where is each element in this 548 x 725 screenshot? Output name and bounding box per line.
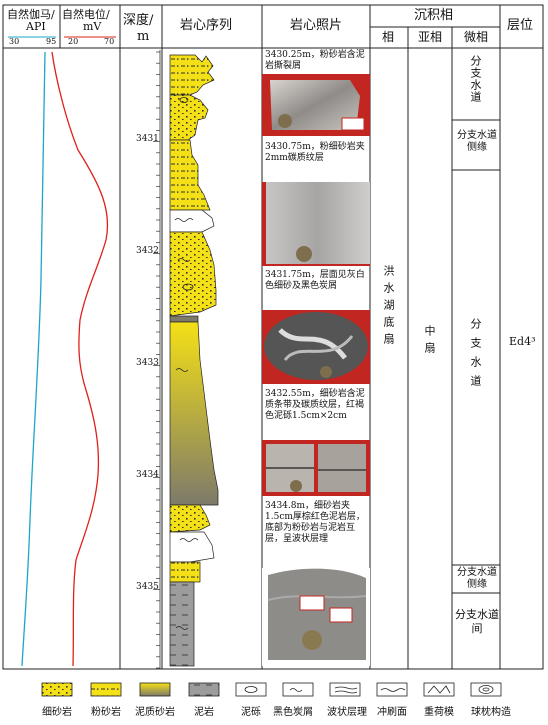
sp-title: 自然电位/ xyxy=(62,8,110,21)
facies-value: 洪水湖底扇 xyxy=(382,265,395,350)
legend-label: 泥岩 xyxy=(194,707,214,718)
photo-caption: 3430.75m，粉细砂岩夹2mm碳质纹层 xyxy=(265,142,365,163)
legend-label: 细砂岩 xyxy=(42,707,72,718)
facies-group-header: 沉积相 xyxy=(414,8,454,23)
legend-swatches xyxy=(41,682,502,697)
microfacies-value: 分支水道侧缘 xyxy=(457,567,497,590)
legend-label: 粉砂岩 xyxy=(91,707,121,718)
photo-caption: 3432.55m，细砂岩含泥质条带及碳质纹层，红褐色泥砾1.5cm×2cm xyxy=(265,389,365,421)
legend-label: 重荷模 xyxy=(424,707,454,718)
gamma-max: 95 xyxy=(46,37,57,46)
microfacies-value: 分支水道 xyxy=(469,318,482,394)
legend-label: 波状层理 xyxy=(327,707,367,718)
subfacies-value: 中扇 xyxy=(423,325,436,359)
gamma-ray-curve xyxy=(21,51,46,667)
photo-caption: 3430.25m，粉砂岩含泥岩撕裂屑 xyxy=(265,50,365,71)
layer-header: 层位 xyxy=(507,18,534,33)
sp-max: 70 xyxy=(104,37,115,46)
sp-curve xyxy=(51,51,109,667)
core-photo-header: 岩心照片 xyxy=(290,18,343,33)
layer-value: Ed4³ xyxy=(509,335,536,348)
facies-header: 相 xyxy=(382,30,395,44)
photo-caption: 3431.75m，层面见灰白色细砂及黑色炭屑 xyxy=(265,270,365,291)
microfacies-value: 分支水道侧缘 xyxy=(457,130,497,153)
sp-unit: mV xyxy=(83,20,102,33)
legend-label: 黑色炭屑 xyxy=(273,707,313,718)
subfacies-header: 亚相 xyxy=(418,30,443,44)
depth-title: 深度/ xyxy=(123,13,154,28)
sp-min: 20 xyxy=(68,37,79,46)
gamma-unit: API xyxy=(26,20,46,33)
microfacies-value: 分支水道间 xyxy=(455,608,499,635)
photo-caption: 3434.8m，细砂岩夹1.5cm厚棕红色泥岩层，底部为粉砂岩与泥岩互层，呈波状… xyxy=(265,501,365,544)
core-sequence-header: 岩心序列 xyxy=(180,18,233,33)
legend-label: 球枕构造 xyxy=(471,707,511,718)
depth-unit: m xyxy=(137,29,150,44)
legend-label: 泥砾 xyxy=(241,707,261,718)
lithology-column xyxy=(169,54,219,667)
gamma-title: 自然伽马/ xyxy=(7,8,55,21)
core-photo-images xyxy=(262,74,370,666)
microfacies-header: 微相 xyxy=(464,30,489,44)
depth-label: 3433 xyxy=(136,358,159,368)
depth-label: 3435 xyxy=(136,582,159,592)
depth-label: 3434 xyxy=(136,470,159,480)
depth-label: 3431 xyxy=(136,134,159,144)
microfacies-value: 分支水道 xyxy=(469,55,482,103)
legend-label: 泥质砂岩 xyxy=(135,707,175,718)
gamma-min: 30 xyxy=(9,37,20,46)
legend-label: 冲刷面 xyxy=(377,707,407,718)
depth-label: 3432 xyxy=(136,246,159,256)
